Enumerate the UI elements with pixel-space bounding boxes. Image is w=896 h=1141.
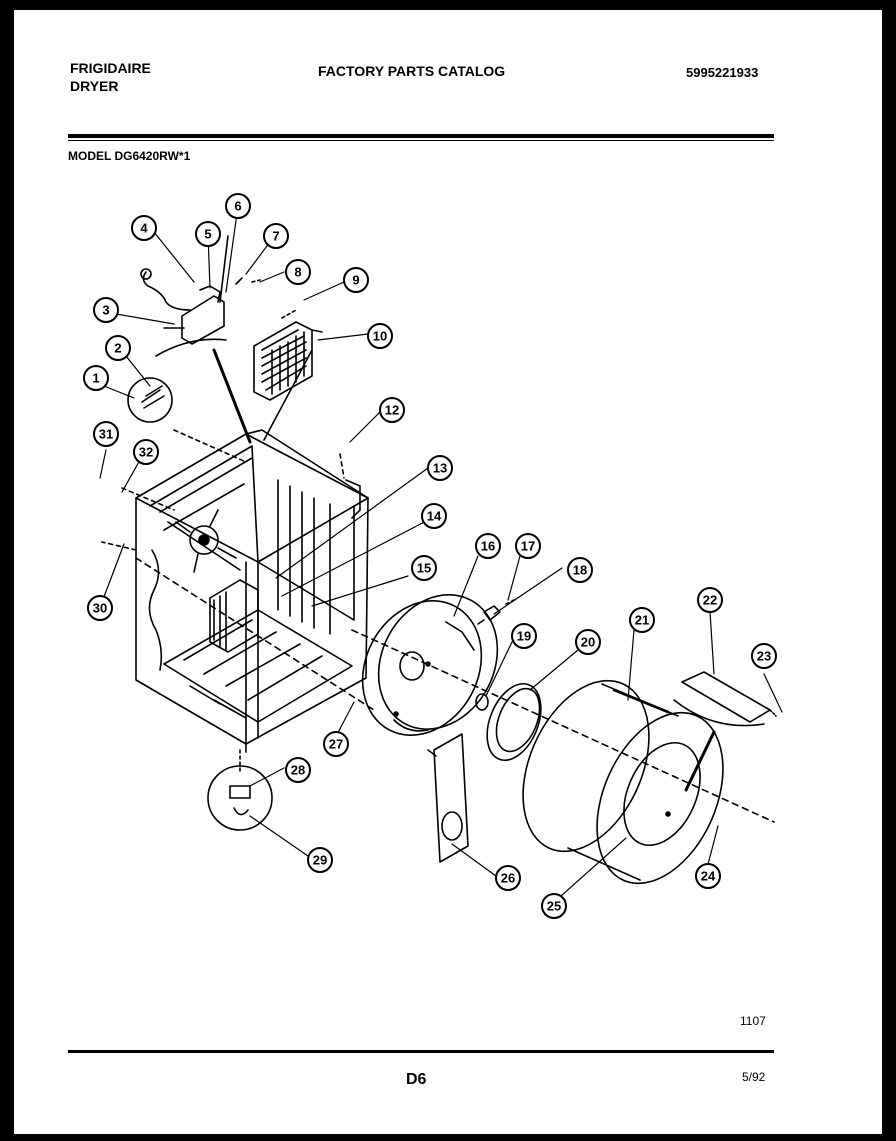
brand-name: FRIGIDAIRE — [70, 60, 151, 76]
callout-10: 10 — [367, 323, 393, 349]
callout-label: 16 — [481, 539, 495, 554]
callout-label: 13 — [433, 461, 447, 476]
callout-18: 18 — [567, 557, 593, 583]
callout-leaders — [99, 205, 783, 905]
callout-label: 3 — [102, 303, 109, 318]
callout-label: 27 — [329, 737, 343, 752]
drum-baffle-drawing — [673, 671, 777, 792]
callout-26: 26 — [495, 865, 521, 891]
header-rule-thin — [68, 140, 774, 141]
callout-22: 22 — [697, 587, 723, 613]
callout-label: 9 — [352, 273, 359, 288]
callout-label: 5 — [204, 227, 211, 242]
callout-label: 19 — [517, 629, 531, 644]
callout-label: 6 — [234, 199, 241, 214]
callout-label: 21 — [635, 613, 649, 628]
drum-drawing — [522, 679, 724, 885]
callout-12: 12 — [379, 397, 405, 423]
cabinet-drawing — [101, 429, 369, 753]
callout-8: 8 — [285, 259, 311, 285]
callout-label: 30 — [93, 601, 107, 616]
page-code: D6 — [406, 1071, 427, 1088]
callout-31: 31 — [93, 421, 119, 447]
leveling-leg-detail — [207, 749, 273, 831]
callout-30: 30 — [87, 595, 113, 621]
callout-20: 20 — [575, 629, 601, 655]
callout-4: 4 — [131, 215, 157, 241]
footer-rule — [68, 1050, 774, 1053]
callout-label: 26 — [501, 871, 515, 886]
callout-17: 17 — [515, 533, 541, 559]
callout-9: 9 — [343, 267, 369, 293]
callout-label: 10 — [373, 329, 387, 344]
callout-7: 7 — [263, 223, 289, 249]
catalog-number: 5995221933 — [686, 65, 759, 80]
date-code: 5/92 — [742, 1070, 766, 1084]
roller-seal-drawing — [475, 599, 542, 761]
callout-label: 22 — [703, 593, 717, 608]
callout-label: 14 — [427, 509, 442, 524]
callout-25: 25 — [541, 893, 567, 919]
callout-label: 31 — [99, 427, 113, 442]
exhaust-duct-drawing — [427, 733, 469, 863]
callout-16: 16 — [475, 533, 501, 559]
drawing-number: 1107 — [740, 1014, 766, 1028]
callout-label: 2 — [114, 341, 121, 356]
catalog-title: FACTORY PARTS CATALOG — [318, 63, 506, 79]
callout-6: 6 — [225, 193, 251, 219]
callout-2: 2 — [105, 335, 131, 361]
callout-27: 27 — [323, 731, 349, 757]
callout-label: 25 — [547, 899, 561, 914]
callout-label: 15 — [417, 561, 431, 576]
thermal-fuse-detail — [127, 377, 173, 423]
callout-label: 23 — [757, 649, 771, 664]
catalog-sheet: FRIGIDAIRE DRYER FACTORY PARTS CATALOG 5… — [14, 10, 882, 1134]
callout-label: 17 — [521, 539, 535, 554]
header-rule-thick — [68, 134, 774, 138]
callout-24: 24 — [695, 863, 721, 889]
callout-label: 28 — [291, 763, 305, 778]
callout-label: 32 — [139, 445, 153, 460]
callout-15: 15 — [411, 555, 437, 581]
control-parts-drawing — [140, 235, 261, 444]
callout-32: 32 — [133, 439, 159, 465]
callout-28: 28 — [285, 757, 311, 783]
callout-label: 4 — [140, 221, 148, 236]
callout-label: 24 — [701, 869, 716, 884]
callout-label: 12 — [385, 403, 399, 418]
callout-label: 29 — [313, 853, 327, 868]
callout-29: 29 — [307, 847, 333, 873]
callout-3: 3 — [93, 297, 119, 323]
callout-13: 13 — [427, 455, 453, 481]
callout-label: 20 — [581, 635, 595, 650]
front-bulkhead-drawing — [361, 594, 499, 736]
callout-23: 23 — [751, 643, 777, 669]
callout-19: 19 — [511, 623, 537, 649]
callout-label: 1 — [92, 371, 99, 386]
exploded-parts-diagram: 1234567891012131415161718192021222324252… — [83, 193, 783, 919]
callout-14: 14 — [421, 503, 447, 529]
lint-screen-drawing — [253, 309, 323, 441]
callout-21: 21 — [629, 607, 655, 633]
callout-1: 1 — [83, 365, 109, 391]
callout-label: 7 — [272, 229, 279, 244]
model-label: MODEL DG6420RW*1 — [68, 149, 191, 163]
callout-5: 5 — [195, 221, 221, 247]
product-type: DRYER — [70, 78, 119, 94]
callout-label: 8 — [294, 265, 301, 280]
callout-label: 18 — [573, 563, 587, 578]
